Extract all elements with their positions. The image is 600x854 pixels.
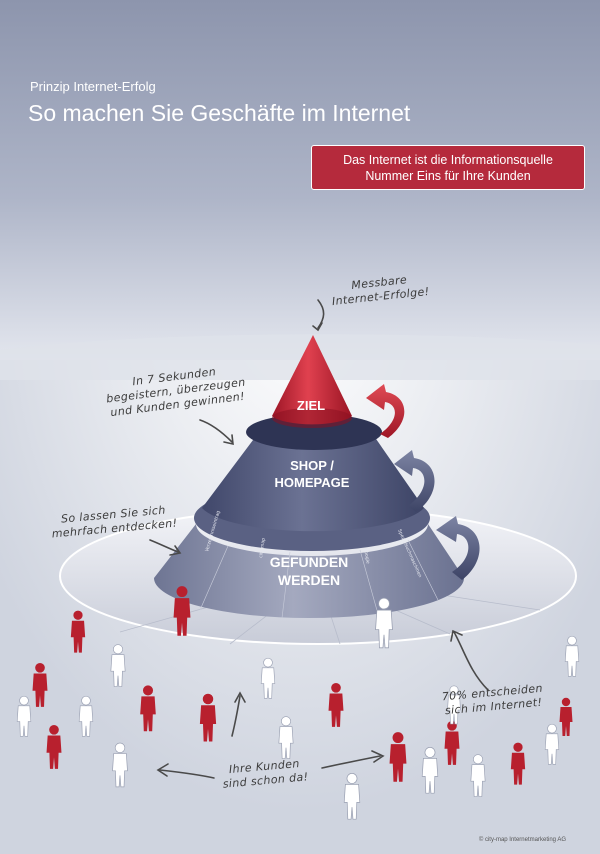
arrow-red-icon xyxy=(366,384,405,438)
horizon xyxy=(0,334,600,380)
segment-label-citymap: city-map xyxy=(258,537,267,558)
info-banner: Das Internet ist die Informationsquelle … xyxy=(311,145,585,190)
banner-line-2: Nummer Eins für Ihre Kunden xyxy=(365,169,531,183)
tier-top-cone xyxy=(272,335,352,425)
page-subtitle: Prinzip Internet-Erfolg xyxy=(30,79,156,94)
banner-line-1: Das Internet ist die Informationsquelle xyxy=(343,153,553,167)
label-ziel: ZIEL xyxy=(297,398,325,413)
copyright: © city-map Internetmarketing AG xyxy=(478,837,566,843)
sketch-arrow-customers-left-icon xyxy=(159,769,215,779)
tier-middle-body xyxy=(202,436,424,532)
sketch-arrow-decide-icon xyxy=(453,631,489,691)
sketch-arrow-customers-up-icon xyxy=(231,695,241,737)
sketch-arrow-customers-right-icon xyxy=(321,755,381,769)
tier-bottom-segments xyxy=(199,539,439,619)
sketch-arrow-measurable-icon xyxy=(317,299,325,329)
arrow-blue-lower-icon xyxy=(436,516,480,580)
sketch-arrow-seconds-icon xyxy=(199,419,233,443)
label-gefunden-line1: GEFUNDEN xyxy=(270,554,349,570)
tier-bottom-body xyxy=(154,524,464,618)
label-gefunden-line2: WERDEN xyxy=(278,572,340,588)
label-shop-line2: HOMEPAGE xyxy=(275,475,350,490)
page-title: So machen Sie Geschäfte im Internet xyxy=(28,100,411,126)
arrow-blue-upper-icon xyxy=(394,450,435,512)
label-shop-line1: SHOP / xyxy=(290,458,334,473)
tier-top-base xyxy=(272,408,352,428)
sketch-arrows xyxy=(149,299,489,779)
segment-label-google: Google xyxy=(362,547,371,564)
sketch-arrow-discover-icon xyxy=(149,539,179,553)
